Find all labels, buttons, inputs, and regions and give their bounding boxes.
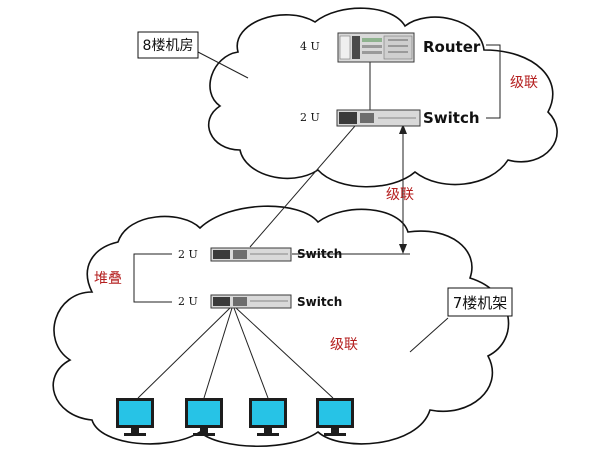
switch-mid2-rack-units: 2 U: [178, 295, 198, 308]
link-floor-uplink: [249, 125, 356, 248]
link-monitor-3: [233, 307, 269, 399]
callout-box-bottom: 7楼机架: [447, 287, 513, 317]
arrow-head-up: [399, 124, 407, 134]
top-cloud: [208, 7, 558, 188]
link-monitor-4: [235, 307, 334, 399]
connection-lines: [133, 44, 501, 399]
switch-icon: [210, 247, 292, 262]
monitor-icon: [316, 398, 354, 436]
bottom-cloud: [52, 205, 510, 448]
cascade-label-terminals: 级联: [330, 337, 358, 353]
monitor-icon: [185, 398, 223, 436]
cascade-label-router-switch: 级联: [510, 75, 538, 91]
switch-top-rack-units: 2 U: [300, 111, 320, 124]
monitor-icon: [116, 398, 154, 436]
arrow-head-down: [399, 244, 407, 254]
callout-label-bottom: 7楼机架: [453, 294, 508, 312]
switch-top-label: Switch: [423, 109, 480, 127]
callout-box-top: 8楼机房: [137, 31, 199, 59]
router-icon: [337, 32, 415, 63]
router-label: Router: [423, 38, 481, 56]
link-monitor-1: [137, 307, 231, 399]
cascade-label-floors: 级联: [386, 187, 414, 203]
callout-label-top: 8楼机房: [143, 38, 194, 54]
stack-label: 堆叠: [94, 271, 122, 287]
monitor-icon: [249, 398, 287, 436]
switch-mid1-rack-units: 2 U: [178, 248, 198, 261]
switch-icon: [210, 294, 292, 309]
switch-mid2-label: Switch: [297, 295, 342, 309]
callout-pointer-top: [197, 51, 249, 79]
stack-bracket: [133, 253, 172, 303]
callout-pointer-bottom: [409, 317, 449, 353]
link-monitor-2: [203, 307, 233, 399]
switch-icon: [336, 109, 421, 127]
router-rack-units: 4 U: [300, 40, 320, 53]
cascade-bracket-top: [486, 44, 501, 119]
switch-mid1-label: Switch: [297, 247, 342, 261]
